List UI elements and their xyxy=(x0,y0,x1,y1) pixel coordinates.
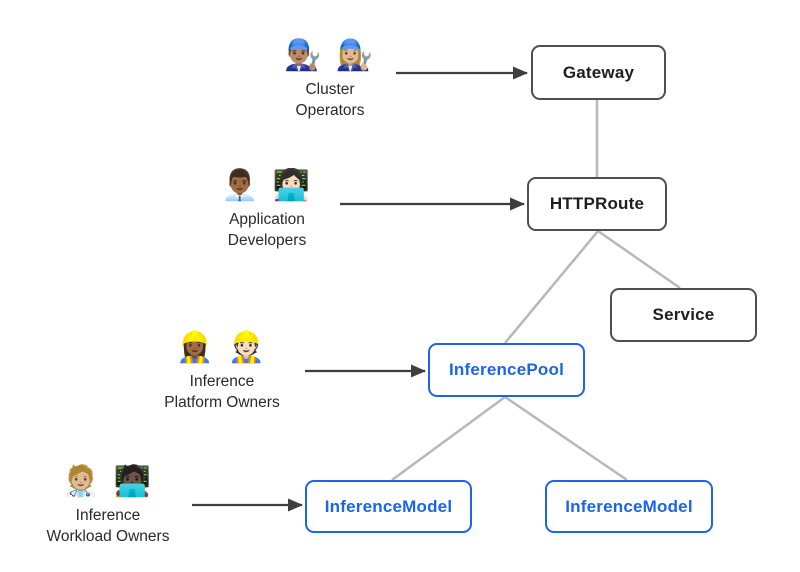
edge-inferencepool-inferencemodel-right xyxy=(504,395,628,482)
actor-label-line2: Operators xyxy=(295,102,365,119)
platform-owners-people-icon: 👷🏾‍♀️ 👷🏻 xyxy=(175,331,269,364)
application-developers-people-icon: 👨🏾‍💼 👩🏻‍💻 xyxy=(220,169,314,202)
edge-httproute-service xyxy=(597,229,681,290)
actor-label: Application Developers xyxy=(187,209,347,251)
node-inference-pool: InferencePool xyxy=(428,343,585,397)
node-httproute: HTTPRoute xyxy=(527,177,667,231)
actor-label-line2: Platform Owners xyxy=(164,394,280,411)
edge-inferencepool-inferencemodel-left xyxy=(391,395,506,482)
actor-label-line1: Cluster xyxy=(305,81,355,98)
node-gateway: Gateway xyxy=(531,45,666,100)
actor-cluster-operators: 👨🏽‍🔧 👩🏼‍🔧 Cluster Operators xyxy=(250,36,410,121)
workload-owners-people-icon: 🧑🏼‍⚕️ 🧑🏿‍💻 xyxy=(61,465,155,498)
node-inference-model-right: InferenceModel xyxy=(545,480,713,533)
actor-label: Inference Workload Owners xyxy=(18,505,198,547)
cluster-operators-people-icon: 👨🏽‍🔧 👩🏼‍🔧 xyxy=(283,39,377,72)
actor-label: Cluster Operators xyxy=(250,79,410,121)
actor-label-line2: Workload Owners xyxy=(46,528,170,545)
actor-label-line1: Inference xyxy=(75,507,141,524)
actor-inference-workload-owners: 🧑🏼‍⚕️ 🧑🏿‍💻 Inference Workload Owners xyxy=(18,462,198,547)
actor-label: Inference Platform Owners xyxy=(132,371,312,413)
node-inference-model-left: InferenceModel xyxy=(305,480,472,533)
actor-application-developers: 👨🏾‍💼 👩🏻‍💻 Application Developers xyxy=(187,166,347,251)
actor-label-line2: Developers xyxy=(227,232,307,249)
node-service: Service xyxy=(610,288,757,342)
edge-httproute-inferencepool xyxy=(504,230,599,344)
actor-label-line1: Inference xyxy=(189,373,255,390)
actor-label-line1: Application xyxy=(229,211,305,228)
actor-inference-platform-owners: 👷🏾‍♀️ 👷🏻 Inference Platform Owners xyxy=(132,328,312,413)
